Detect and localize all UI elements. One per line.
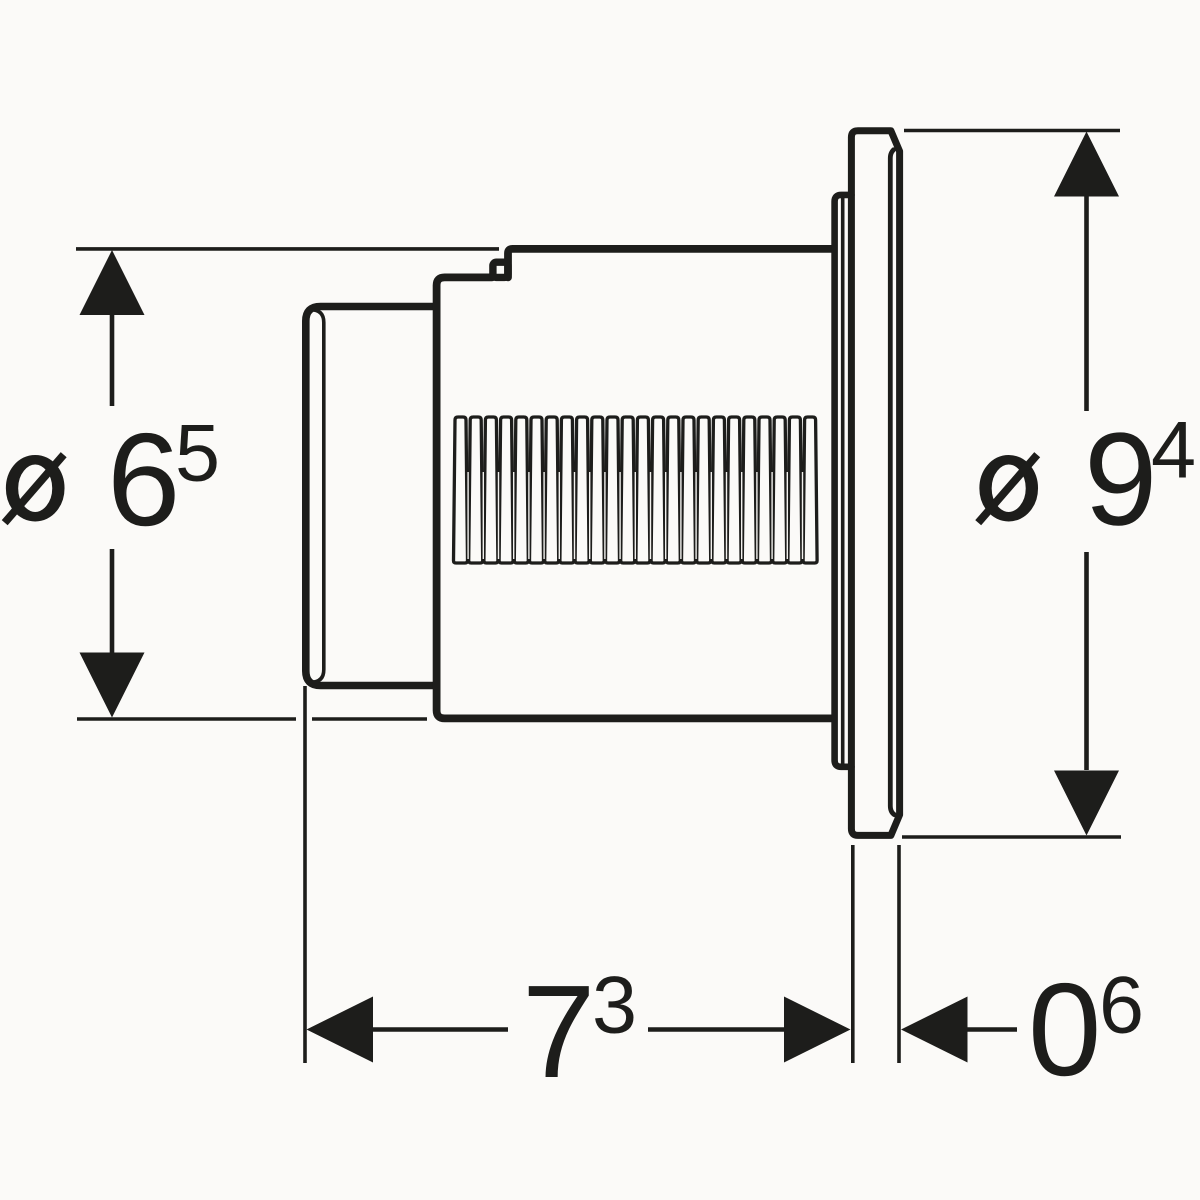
svg-text:6: 6 — [1099, 961, 1144, 1051]
svg-text:6: 6 — [107, 406, 180, 553]
svg-text:3: 3 — [592, 961, 637, 1051]
svg-text:5: 5 — [175, 409, 220, 499]
svg-text:4: 4 — [1151, 406, 1196, 496]
svg-text:0: 0 — [1028, 956, 1101, 1103]
svg-text:9: 9 — [1084, 406, 1157, 553]
svg-text:7: 7 — [522, 958, 595, 1105]
